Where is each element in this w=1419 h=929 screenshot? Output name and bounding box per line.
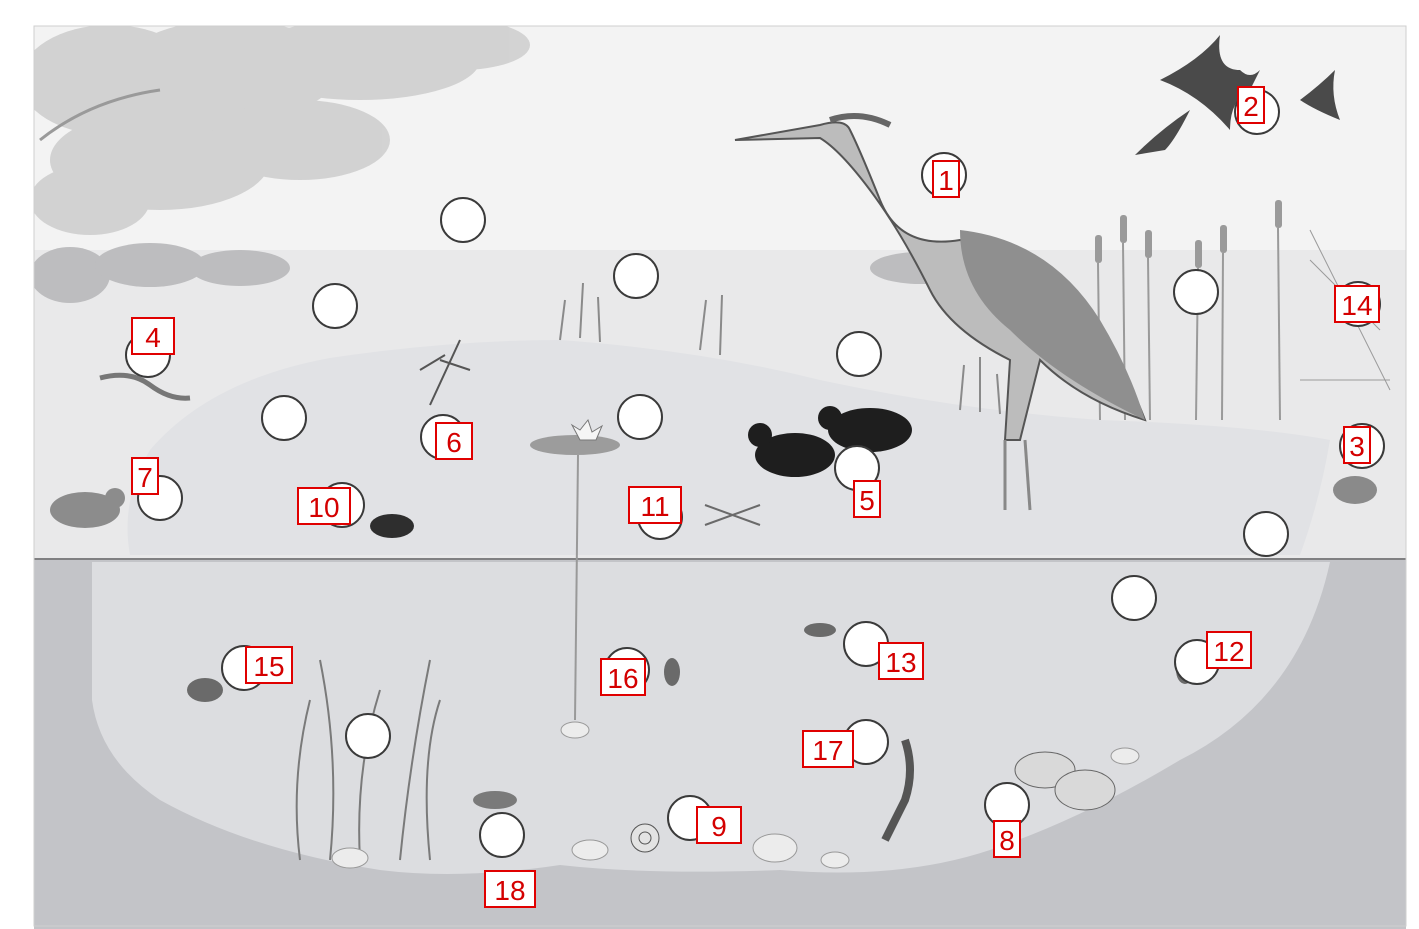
water-mite [187, 678, 223, 702]
number-label-15: 15 [245, 646, 293, 684]
blank-circle-20 [613, 253, 659, 299]
number-label-17: 17 [802, 730, 854, 768]
blank-circle-18 [479, 812, 525, 858]
diving-beetle [370, 514, 414, 538]
blank-circle-19 [440, 197, 486, 243]
number-label-14: 14 [1334, 285, 1380, 323]
number-label-12: 12 [1206, 631, 1252, 669]
shrimp [473, 791, 517, 809]
number-label-9: 9 [696, 806, 742, 844]
water-boatman [804, 623, 836, 637]
blank-circle-28 [345, 713, 391, 759]
number-label-4: 4 [131, 317, 175, 355]
number-label-18: 18 [484, 870, 536, 908]
water-scorpion [664, 658, 680, 686]
blank-circle-23 [1173, 269, 1219, 315]
blank-circle-27 [1111, 575, 1157, 621]
blank-circle-25 [617, 394, 663, 440]
number-label-13: 13 [878, 642, 924, 680]
number-label-2: 2 [1237, 86, 1265, 124]
snail [631, 824, 659, 852]
number-label-7: 7 [131, 457, 159, 495]
water-vole [1333, 476, 1377, 504]
number-label-11: 11 [628, 486, 682, 524]
blank-circle-26 [1243, 511, 1289, 557]
number-label-8: 8 [993, 820, 1021, 858]
blank-circle-21 [312, 283, 358, 329]
number-label-5: 5 [853, 480, 881, 518]
number-label-16: 16 [600, 658, 646, 696]
number-label-3: 3 [1343, 426, 1371, 464]
blank-circle-22 [836, 331, 882, 377]
blank-circle-24 [261, 395, 307, 441]
number-label-10: 10 [297, 487, 351, 525]
number-label-6: 6 [435, 422, 473, 460]
number-label-1: 1 [932, 160, 960, 198]
